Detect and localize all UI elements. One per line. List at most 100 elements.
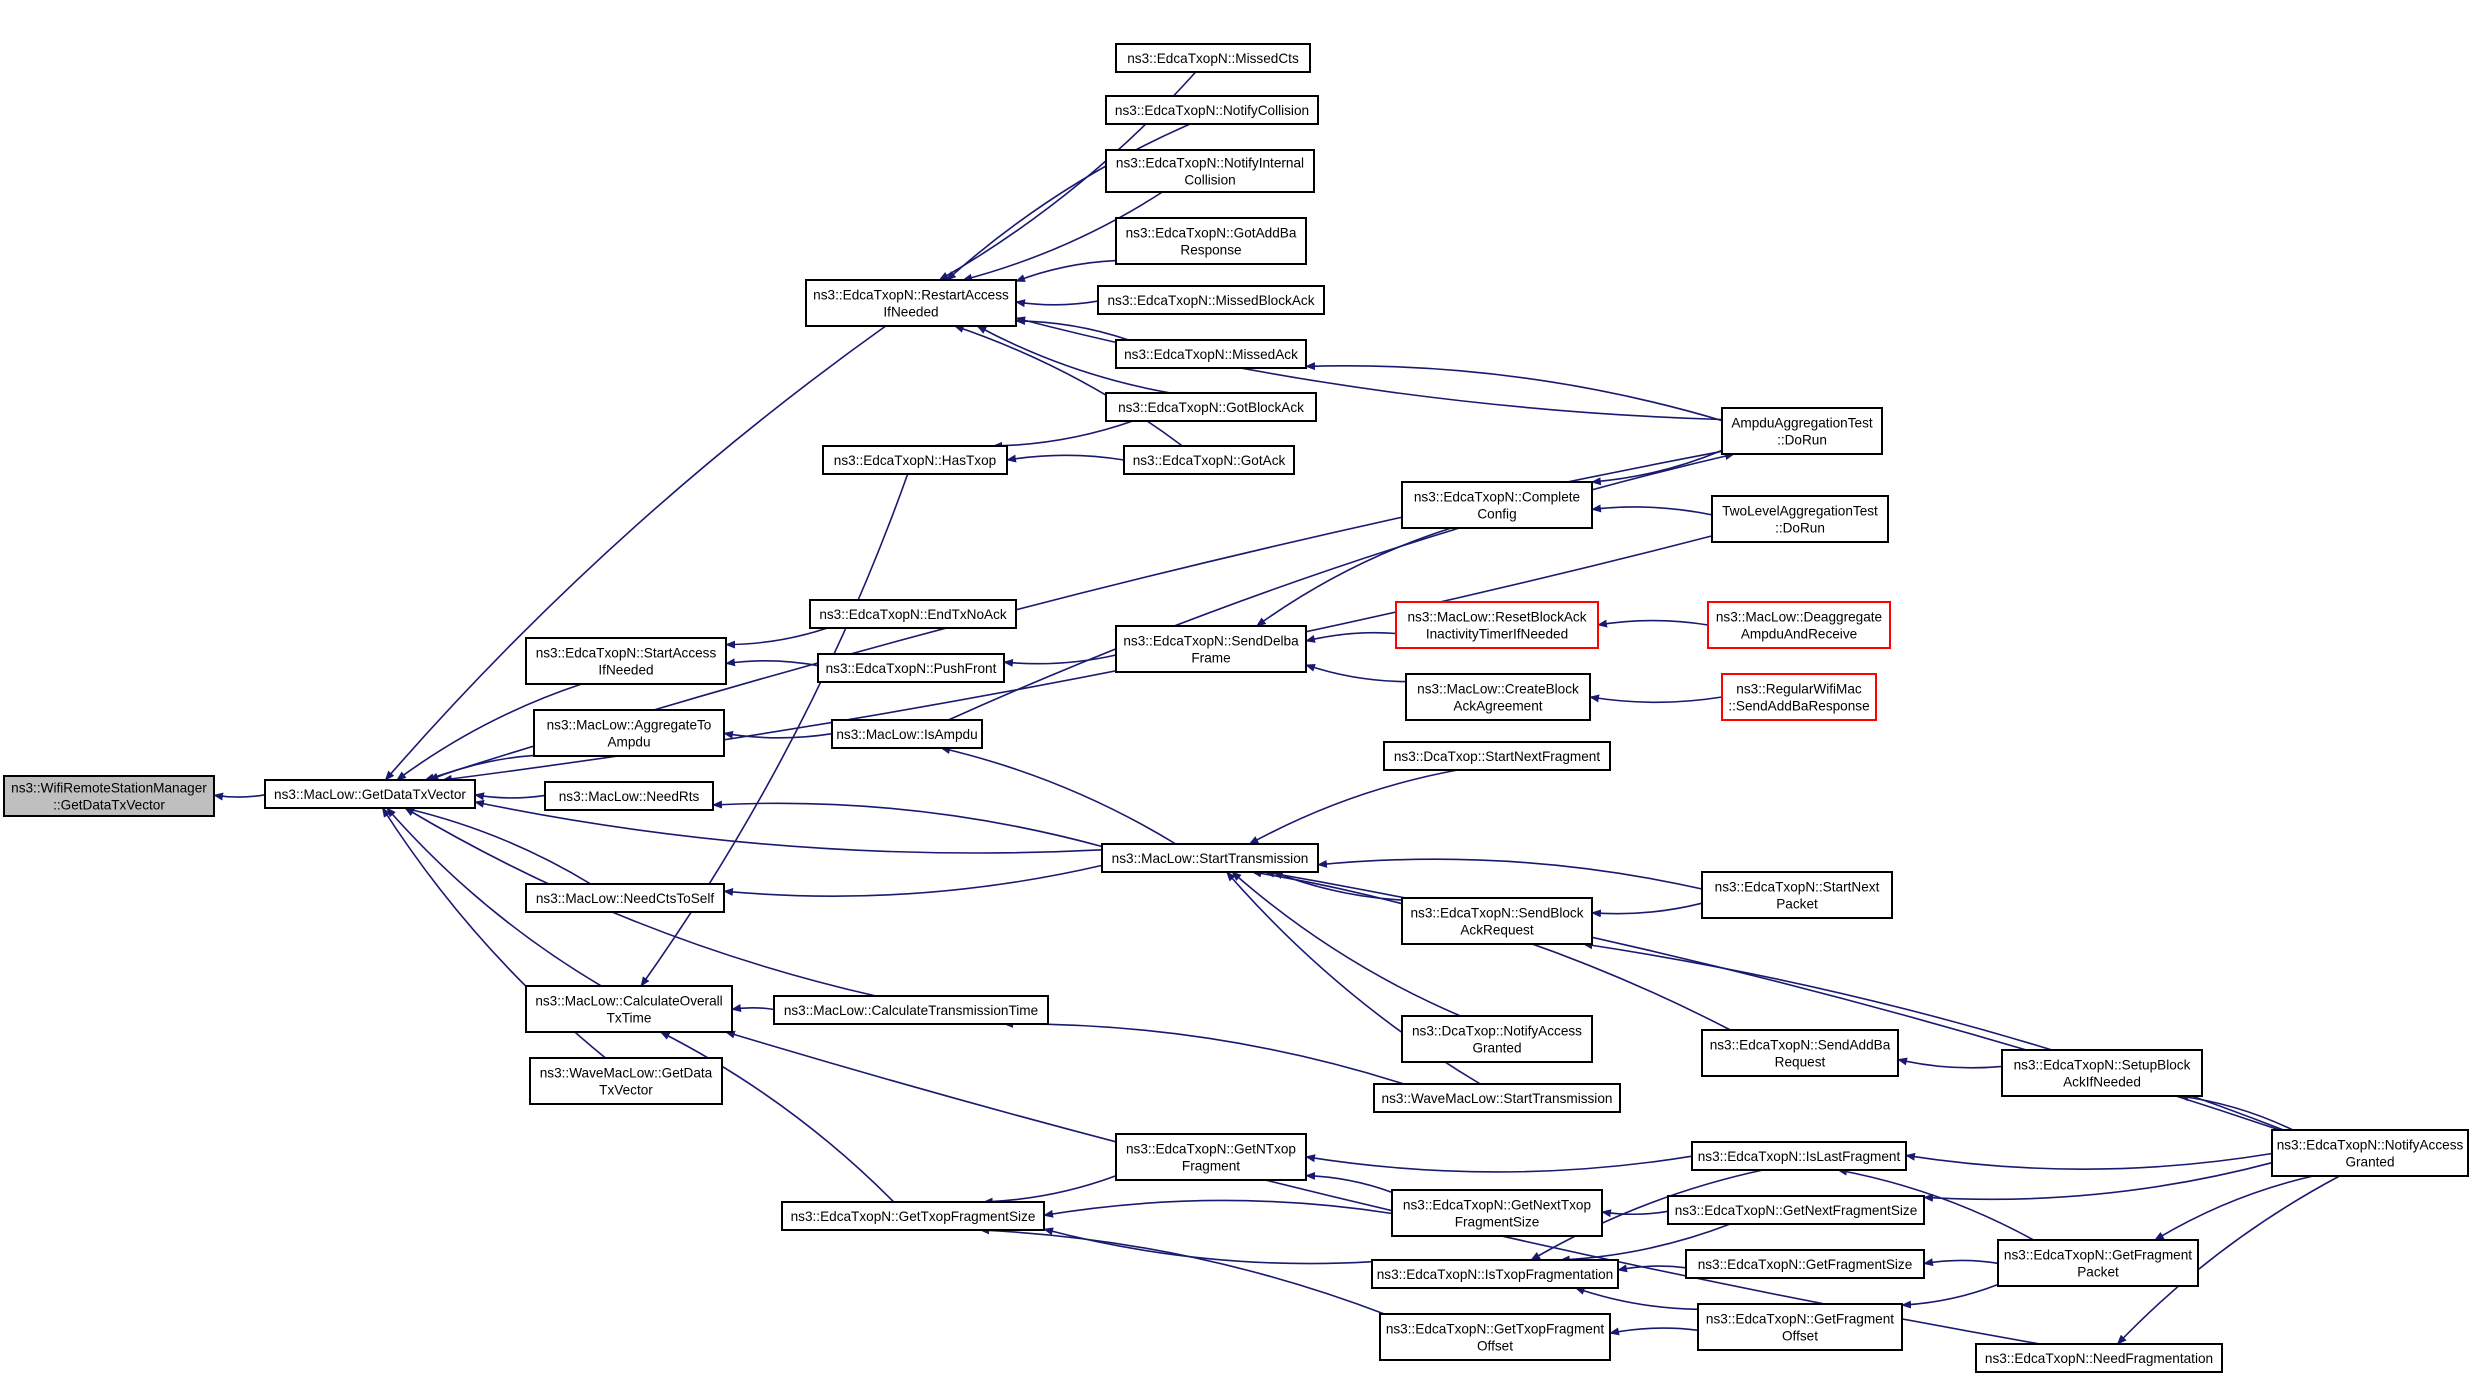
edge-notify-access-granted-to-is-last-frag [1905,1152,2273,1170]
node-label-line: ns3::EdcaTxopN::Complete [1414,490,1580,505]
node-notify-collision[interactable]: ns3::EdcaTxopN::NotifyCollision [1105,95,1319,125]
node-get-next-frag-size[interactable]: ns3::EdcaTxopN::GetNextFragmentSize [1667,1195,1925,1225]
node-box [1405,673,1591,721]
node-reset-block-ack[interactable]: ns3::MacLow::ResetBlockAckInactivityTime… [1395,601,1599,649]
node-missed-cts[interactable]: ns3::EdcaTxopN::MissedCts [1115,43,1311,73]
node-box [1401,897,1593,945]
node-label-line: ns3::EdcaTxopN::StartAccess [536,646,717,661]
node-label-line: ns3::EdcaTxopN::GetNTxop [1126,1142,1296,1157]
edge-calc-transmission-to-calc-overall [731,1004,775,1012]
edge-calc-overall-to-get-data-tx-vector [386,807,602,987]
edge-start-transmission-to-get-data-tx-vector [474,799,1103,854]
node-has-txop[interactable]: ns3::EdcaTxopN::HasTxop [822,445,1008,475]
node-label-line: ns3::EdcaTxopN::NeedFragmentation [1985,1351,2213,1366]
node-is-txop-frag[interactable]: ns3::EdcaTxopN::IsTxopFragmentation [1371,1259,1619,1289]
node-box [1667,1195,1925,1225]
node-is-last-frag[interactable]: ns3::EdcaTxopN::IsLastFragment [1691,1141,1907,1171]
edge-deaggregate-to-reset-block-ack [1597,619,1709,628]
node-push-front[interactable]: ns3::EdcaTxopN::PushFront [817,653,1005,683]
node-got-block-ack[interactable]: ns3::EdcaTxopN::GotBlockAck [1105,392,1317,422]
node-box [1379,1313,1611,1361]
edge-line [2116,1175,2340,1345]
node-get-data-tx-vector[interactable]: ns3::MacLow::GetDataTxVector [264,779,476,809]
node-box [1721,407,1883,455]
node-box [1395,601,1599,649]
edge-line [962,191,1163,282]
edge-get-txop-frag-offset-to-get-txop-frag-size [979,1226,1385,1315]
edge-line [1530,1169,1764,1261]
node-get-txop-frag-size[interactable]: ns3::EdcaTxopN::GetTxopFragmentSize [781,1201,1045,1231]
edge-line [1591,504,1713,516]
node-box [1371,1259,1619,1289]
edge-send-block-ack-req-to-start-transmission [1272,871,1403,901]
node-need-frag[interactable]: ns3::EdcaTxopN::NeedFragmentation [1975,1343,2223,1373]
node-label-line: ns3::DcaTxop::StartNextFragment [1394,749,1600,764]
node-ampdu-test[interactable]: AmpduAggregationTest::DoRun [1721,407,1883,455]
node-missed-ack[interactable]: ns3::EdcaTxopN::MissedAck [1115,339,1307,369]
edge-start-access-to-get-data-tx-vector [396,683,582,781]
node-wave-start-tx[interactable]: ns3::WaveMacLow::StartTransmission [1373,1083,1621,1113]
edge-need-frag-to-calc-overall [724,1030,2041,1345]
node-box [831,719,983,749]
edge-line [1589,694,1723,704]
edge-is-ampdu-to-aggregate-to [723,730,833,739]
node-wave-get-data[interactable]: ns3::WaveMacLow::GetDataTxVector [529,1057,723,1105]
node-need-rts[interactable]: ns3::MacLow::NeedRts [544,781,714,811]
node-box [1115,217,1307,265]
edge-dca-start-next-to-start-transmission [1248,769,1458,845]
edge-get-next-txop-frag-size-to-get-txop-frag-size [1043,1199,1393,1218]
node-label-line: ns3::EdcaTxopN::EndTxNoAck [819,607,1007,622]
node-label-line: ns3::MacLow::CalculateTransmissionTime [784,1003,1038,1018]
node-start-transmission[interactable]: ns3::MacLow::StartTransmission [1101,843,1319,873]
node-label-line: ns3::MacLow::CalculateOverall [535,994,722,1009]
edge-start-transmission-to-need-cts [723,864,1103,897]
edge-line [1591,902,1703,918]
edge-get-data-tx-vector-to-root [213,792,266,801]
node-regular-send-add-ba[interactable]: ns3::RegularWifiMac::SendAddBaResponse [1721,673,1877,721]
edge-setup-block-ack-to-send-add-ba-req [1897,1057,2003,1069]
node-label-line: AckRequest [1460,923,1534,938]
node-label-line: AckIfNeeded [2063,1075,2141,1090]
edge-line [1590,449,1723,486]
node-box [1721,673,1877,721]
node-label-line: Frame [1191,651,1230,666]
node-calc-transmission[interactable]: ns3::MacLow::CalculateTransmissionTime [773,995,1049,1025]
node-need-cts[interactable]: ns3::MacLow::NeedCtsToSelf [525,883,725,913]
node-label-line: ns3::EdcaTxopN::SetupBlock [2014,1058,2191,1073]
node-box [1097,285,1325,315]
node-two-level-test[interactable]: TwoLevelAggregationTest::DoRun [1711,495,1889,543]
node-is-ampdu[interactable]: ns3::MacLow::IsAmpdu [831,719,983,749]
edge-line [992,420,1134,450]
edge-is-last-frag-to-is-txop-frag [1530,1169,1764,1261]
node-label-line: Granted [2345,1155,2394,1170]
edge-ampdu-test-to-complete-config [1590,449,1723,486]
node-box [544,781,714,811]
node-get-frag-size[interactable]: ns3::EdcaTxopN::GetFragmentSize [1685,1249,1925,1279]
node-got-ack[interactable]: ns3::EdcaTxopN::GotAck [1123,445,1295,475]
node-missed-block-ack[interactable]: ns3::EdcaTxopN::MissedBlockAck [1097,285,1325,315]
node-end-tx-no-ack[interactable]: ns3::EdcaTxopN::EndTxNoAck [809,599,1017,629]
node-dca-start-next[interactable]: ns3::DcaTxop::StartNextFragment [1383,741,1611,771]
edge-line [1574,1287,1699,1311]
